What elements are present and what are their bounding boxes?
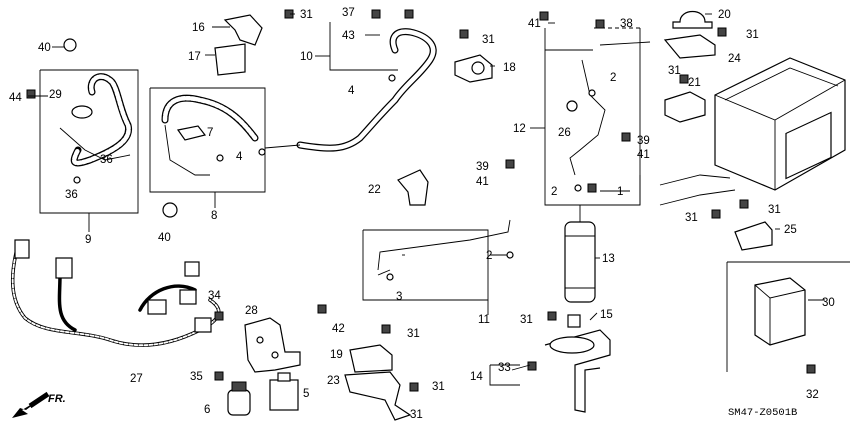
front-direction-arrow: FR. [12, 391, 66, 418]
clamp-21 [664, 91, 706, 123]
callout-7: 7 [207, 127, 213, 139]
bracket-23 [344, 371, 412, 421]
callout-14: 14 [470, 371, 483, 383]
callout-31: 31 [432, 381, 445, 393]
suction-hose-9 [59, 73, 133, 167]
callout-44: 44 [9, 92, 22, 104]
callout-11: 11 [478, 314, 490, 326]
callout-31: 31 [768, 204, 781, 216]
bracket-14 [544, 329, 611, 413]
callout-29: 29 [49, 89, 62, 101]
wire-harness-27 [10, 239, 221, 347]
front-direction-label: FR. [48, 393, 66, 405]
pipe-10 [264, 28, 437, 152]
callout-31: 31 [746, 29, 759, 41]
callout-33: 33 [498, 362, 511, 374]
callout-10: 10 [300, 51, 313, 63]
callout-22: 22 [368, 184, 381, 196]
callout-19: 19 [330, 349, 343, 361]
fasteners [26, 9, 816, 392]
group-10-box [315, 22, 398, 71]
callout-13: 13 [602, 253, 615, 265]
part-30-box [726, 261, 850, 372]
bracket-24 [663, 34, 716, 59]
callout-31: 31 [520, 314, 533, 326]
clamp-20 [672, 10, 713, 29]
discharge-hose-8 [161, 94, 259, 176]
callout-16: 16 [192, 22, 205, 34]
callout-31: 31 [482, 34, 495, 46]
callout-1: 1 [617, 186, 623, 198]
callout-8: 8 [211, 210, 217, 222]
callout-labels: 1 2 2 2 3 4 4 5 6 7 8 9 10 11 12 13 14 1… [9, 7, 835, 421]
callout-24: 24 [728, 53, 741, 65]
bracket-17 [214, 43, 246, 76]
callout-31: 31 [410, 409, 423, 421]
callout-27: 27 [130, 373, 143, 385]
callout-43: 43 [342, 30, 355, 42]
callout-41: 41 [637, 149, 650, 161]
pipe-11 [377, 219, 511, 276]
receiver-dryer-13 [564, 205, 596, 303]
callout-3: 3 [396, 291, 402, 303]
callout-32: 32 [806, 389, 819, 401]
callout-38: 38 [620, 18, 633, 30]
group-8-box [149, 87, 266, 208]
clamp-7 [176, 125, 207, 141]
bracket-22 [397, 169, 429, 206]
callout-36: 36 [65, 189, 78, 201]
callout-39: 39 [637, 135, 650, 147]
callout-9: 9 [85, 234, 91, 246]
callout-31: 31 [685, 212, 698, 224]
pressure-switch-6 [227, 381, 251, 416]
callout-2: 2 [551, 186, 557, 198]
callout-34: 34 [208, 290, 221, 302]
group-9-box [39, 69, 139, 232]
callout-25: 25 [784, 224, 797, 236]
clamp-29 [71, 105, 93, 119]
bracket-28 [244, 317, 301, 373]
callout-30: 30 [822, 297, 835, 309]
evaporator-unit [659, 57, 846, 206]
callout-17: 17 [188, 51, 201, 63]
callout-36: 36 [100, 154, 113, 166]
callout-40: 40 [38, 42, 51, 54]
callout-12: 12 [513, 123, 526, 135]
callout-42: 42 [332, 323, 345, 335]
callout-41: 41 [528, 18, 541, 30]
callout-26: 26 [558, 127, 571, 139]
callout-4: 4 [348, 85, 355, 97]
callout-31: 31 [300, 9, 313, 21]
clamp-19 [349, 344, 393, 373]
callout-15: 15 [600, 309, 613, 321]
relay-5 [269, 372, 299, 411]
diagram-code: SM47-Z0501B [728, 407, 797, 419]
callout-37: 37 [342, 7, 355, 19]
callout-35: 35 [190, 371, 203, 383]
group-11-box [362, 229, 489, 315]
callout-31: 31 [407, 328, 420, 340]
callout-4: 4 [236, 151, 243, 163]
callout-40: 40 [158, 232, 171, 244]
group-14-bracket [489, 364, 520, 386]
group-12-box [530, 27, 641, 206]
callout-28: 28 [245, 305, 258, 317]
callout-23: 23 [327, 375, 340, 387]
control-unit-30 [754, 277, 806, 346]
bracket-16 [223, 14, 263, 46]
callout-39: 39 [476, 161, 489, 173]
callout-21: 21 [688, 77, 701, 89]
callout-5: 5 [303, 388, 309, 400]
callout-2: 2 [610, 72, 616, 84]
callout-41: 41 [476, 176, 489, 188]
bracket-25 [734, 221, 773, 251]
leader-lines [28, 13, 825, 371]
callout-6: 6 [204, 404, 210, 416]
callout-18: 18 [503, 62, 516, 74]
callout-2: 2 [486, 250, 492, 262]
callout-20: 20 [718, 9, 731, 21]
clamp-18 [454, 54, 493, 83]
callout-31: 31 [668, 65, 681, 77]
